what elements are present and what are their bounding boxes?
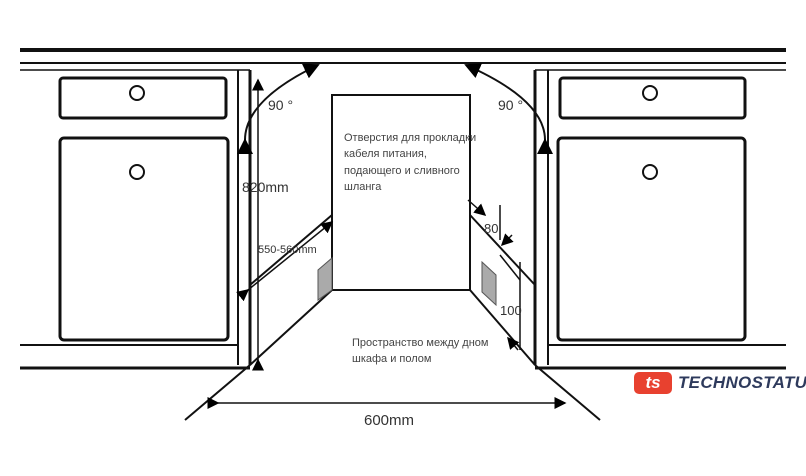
dim-100-label: 100: [500, 303, 522, 318]
right-door: [556, 136, 747, 342]
floor-note-line: Пространство между дном: [352, 337, 489, 349]
width-label: 600mm: [364, 412, 414, 429]
angle-left-label: 90 °: [268, 97, 293, 113]
left-door: [58, 136, 230, 342]
technostatus-logo: ts TECHNOSTATUS: [634, 372, 806, 394]
dim-80-label: 80: [484, 221, 498, 236]
left-drawer: [58, 76, 228, 120]
logo-text: TECHNOSTATUS: [678, 373, 806, 392]
hole-note-line: кабеля питания,: [344, 148, 427, 160]
floor-note-line: шкафа и полом: [352, 353, 431, 365]
hole-note-line: подающего и сливного: [344, 165, 460, 177]
niche-back: [331, 94, 471, 291]
logo-mark-icon: ts: [634, 372, 672, 394]
hole-note-line: шланга: [344, 181, 382, 193]
depth-label: 550-560mm: [258, 244, 317, 256]
angle-right-label: 90 °: [498, 97, 523, 113]
height-label: 820mm: [242, 179, 289, 195]
hole-note-line: Отверстия для прокладки: [344, 132, 476, 144]
right-drawer: [558, 76, 747, 120]
